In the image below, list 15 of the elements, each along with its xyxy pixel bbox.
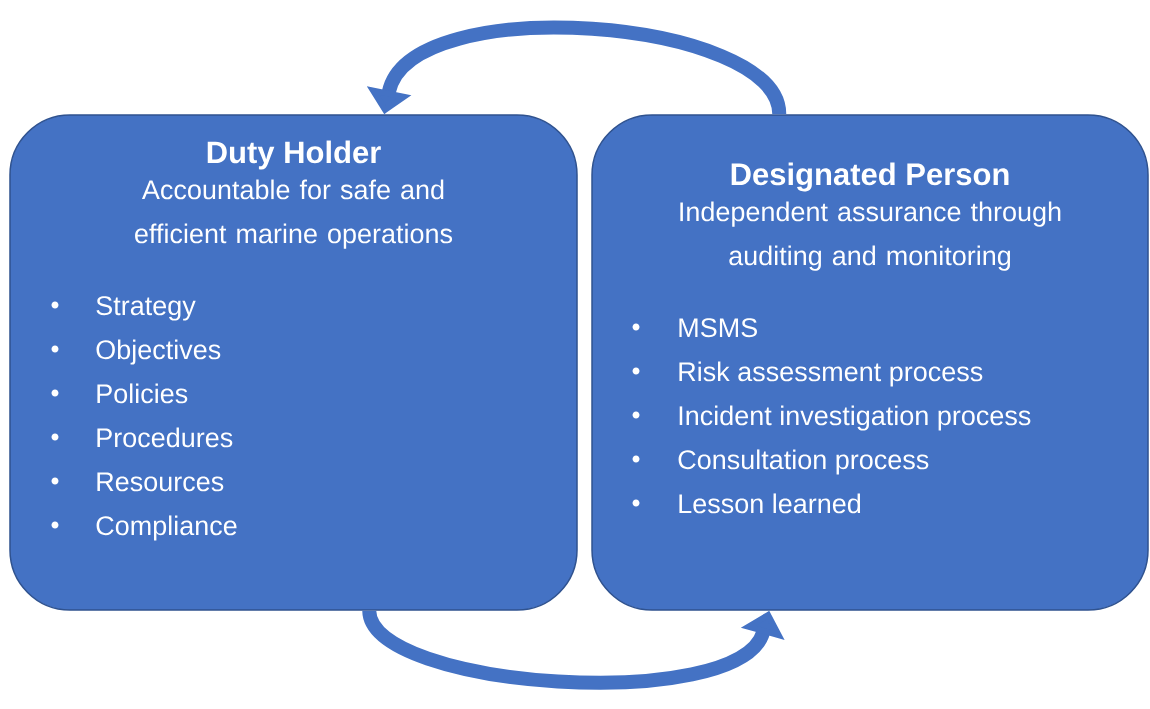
bullet-item: Consultation process <box>632 449 929 475</box>
subtitle: Independent assurance through auditing and monitoring <box>680 201 1061 271</box>
bullet-item: Objectives <box>51 339 221 365</box>
bullet-item: Strategy <box>51 296 196 321</box>
bullet-item: Procedures <box>51 427 233 448</box>
bullet-item: Resources <box>51 472 224 492</box>
bullet-item: Incident investigation process <box>632 405 1031 431</box>
heading: Designated Person <box>731 162 1009 192</box>
bullet-item: Lesson learned <box>632 493 861 514</box>
bullet-item: MSMS <box>632 318 757 338</box>
subtitle: Accountable for safe and efficient marine operations <box>135 179 453 249</box>
bullet-item: Risk assessment process <box>632 361 983 387</box>
heading: Duty Holder <box>207 140 381 170</box>
bullet-item: Compliance <box>51 515 237 541</box>
bullet-item: Policies <box>51 383 188 404</box>
